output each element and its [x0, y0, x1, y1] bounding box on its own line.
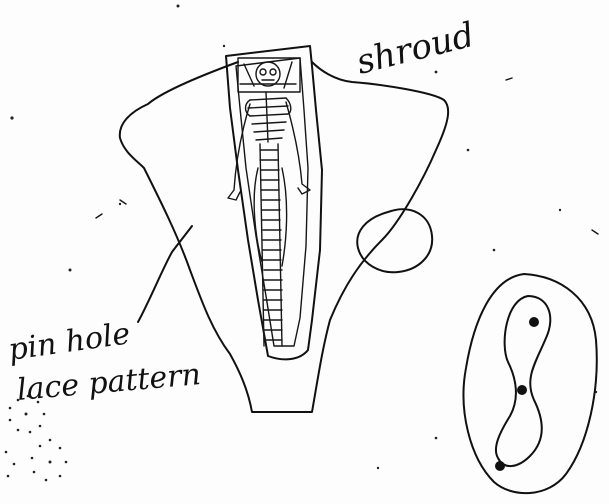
label-leader-line: [138, 226, 192, 322]
dotted-flower-motif: [5, 395, 68, 482]
pinhole-dot-2: [517, 385, 527, 395]
lace-pattern-detail: [464, 274, 597, 493]
pinhole-circle: [357, 209, 432, 272]
skeleton-spine-legs: [254, 144, 286, 346]
pinhole-label-line1: pin hole: [6, 316, 132, 368]
lace-inner-wave: [496, 296, 550, 466]
skeleton-ribs: [246, 92, 291, 142]
pinhole-dot-3: [495, 461, 505, 471]
pinhole-label-line2: lace pattern: [16, 357, 203, 408]
pinhole-dot-1: [529, 317, 539, 327]
skeleton-head: [238, 58, 300, 92]
shroud-label: shroud: [353, 15, 479, 83]
coffin-inner-line: [236, 58, 308, 346]
